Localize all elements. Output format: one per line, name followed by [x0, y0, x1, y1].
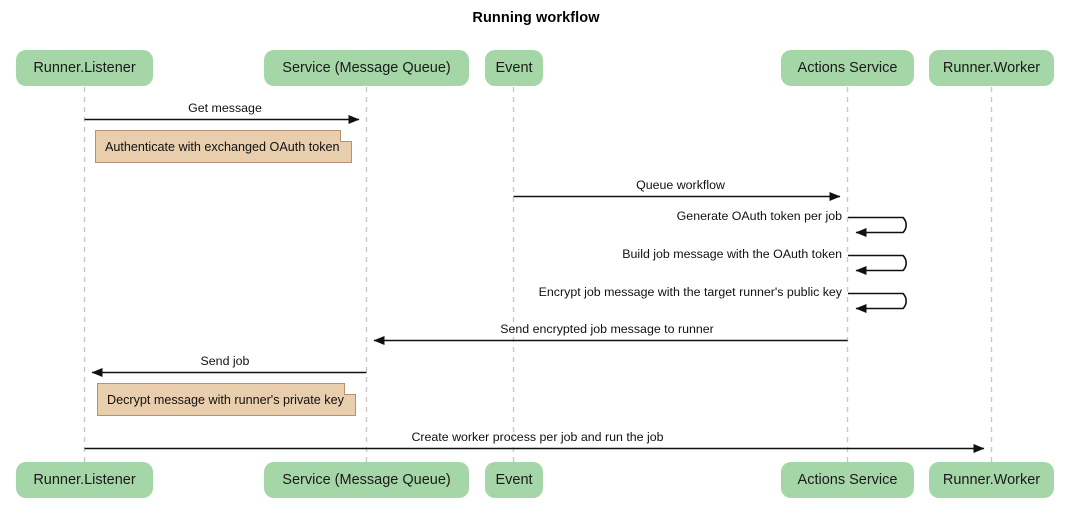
participant-foot-runner-listener[interactable]: Runner.Listener: [16, 462, 153, 498]
note-fold-corner-icon: [340, 130, 352, 142]
message-label-m1: Get message: [188, 101, 262, 115]
participant-foot-event[interactable]: Event: [485, 462, 543, 498]
participant-label: Event: [495, 472, 533, 488]
participant-head-actions-service[interactable]: Actions Service: [781, 50, 914, 86]
participant-label: Runner.Worker: [942, 472, 1041, 488]
participant-foot-runner-worker[interactable]: Runner.Worker: [929, 462, 1054, 498]
note-label: Decrypt message with runner's private ke…: [107, 392, 344, 407]
message-label-m3: Generate OAuth token per job: [676, 209, 842, 223]
participant-head-runner-listener[interactable]: Runner.Listener: [16, 50, 153, 86]
note-authenticate-oauth: Authenticate with exchanged OAuth token: [95, 130, 352, 163]
lifelines: [83, 87, 993, 462]
participant-foot-service-queue[interactable]: Service (Message Queue): [264, 462, 469, 498]
page-title: Running workflow: [472, 10, 600, 26]
message-selfloop-m4: [848, 254, 907, 275]
participant-label: Service (Message Queue): [282, 60, 451, 76]
message-label-m7: Send job: [200, 354, 250, 368]
participant-label: Event: [495, 60, 533, 76]
participant-foot-actions-service[interactable]: Actions Service: [781, 462, 914, 498]
participant-label: Service (Message Queue): [282, 472, 451, 488]
participant-head-service-queue[interactable]: Service (Message Queue): [264, 50, 469, 86]
message-label-m8: Create worker process per job and run th…: [411, 430, 664, 444]
participant-head-runner-worker[interactable]: Runner.Worker: [929, 50, 1054, 86]
message-label-m2: Queue workflow: [636, 178, 725, 192]
participant-head-event[interactable]: Event: [485, 50, 543, 86]
note-fold-corner-icon: [344, 383, 356, 395]
message-label-m6: Send encrypted job message to runner: [500, 322, 714, 336]
message-label-m5: Encrypt job message with the target runn…: [538, 285, 842, 299]
participant-label: Runner.Worker: [942, 60, 1041, 76]
participant-label: Runner.Listener: [33, 60, 136, 76]
message-selfloop-m3: [848, 216, 907, 237]
message-label-m4: Build job message with the OAuth token: [622, 247, 842, 261]
message-selfloop-m5: [848, 292, 907, 313]
note-decrypt-private-key: Decrypt message with runner's private ke…: [97, 383, 356, 416]
participant-label: Actions Service: [797, 60, 898, 76]
participant-label: Actions Service: [797, 472, 898, 488]
participant-label: Runner.Listener: [33, 472, 136, 488]
note-label: Authenticate with exchanged OAuth token: [105, 139, 340, 154]
